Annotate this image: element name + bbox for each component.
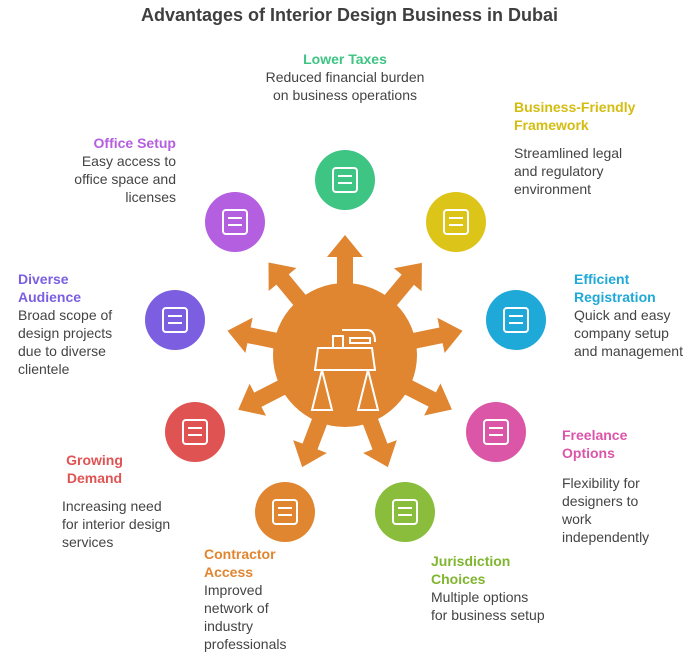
handshake-icon [443, 209, 469, 235]
item-title: Diverse Audience [18, 271, 82, 305]
item-diverse-audience: Diverse Audience Broad scope of design p… [18, 270, 128, 378]
item-contractor: Contractor Access Improved network of in… [204, 545, 309, 653]
item-title: Efficient Registration [574, 271, 656, 305]
icon-circle-growing-demand [165, 402, 225, 462]
worker-network-icon [272, 499, 298, 525]
center-hub [273, 283, 417, 427]
item-desc: Increasing need for interior design serv… [62, 498, 171, 550]
item-desc: Multiple options for business setup [431, 589, 545, 623]
home-laptop-icon [483, 419, 509, 445]
icon-circle-diverse-audience [145, 290, 205, 350]
item-desc: Streamlined legal and regulatory environ… [514, 145, 623, 197]
item-desc: Easy access to office space and licenses [74, 153, 176, 205]
item-title: Contractor Access [204, 546, 276, 580]
item-efficient-registration: Efficient Registration Quick and easy co… [574, 270, 684, 360]
building-key-icon [222, 209, 248, 235]
icon-circle-business-friendly [426, 192, 486, 252]
item-desc: Quick and easy company setup and managem… [574, 307, 683, 359]
item-lower-taxes: Lower Taxes Reduced financial burden on … [265, 50, 425, 104]
item-desc: Flexibility for designers to work indepe… [562, 475, 650, 545]
item-title: Jurisdiction Choices [431, 553, 511, 587]
icon-circle-office-setup [205, 192, 265, 252]
checklist-icon [503, 307, 529, 333]
item-title: Business-Friendly Framework [514, 99, 636, 133]
item-office-setup: Office Setup Easy access to office space… [66, 134, 176, 206]
declining-coins-icon [332, 167, 358, 193]
icon-circle-jurisdiction [375, 482, 435, 542]
item-jurisdiction: Jurisdiction Choices Multiple options fo… [431, 552, 546, 624]
item-title: Growing Demand [66, 452, 123, 486]
item-desc: Reduced financial burden on business ope… [265, 69, 425, 103]
item-title: Lower Taxes [303, 51, 387, 67]
item-freelance: Freelance Options Flexibility for design… [562, 426, 667, 546]
icon-circle-contractor [255, 482, 315, 542]
globe-icon [392, 499, 418, 525]
icon-circle-efficient-registration [486, 290, 546, 350]
item-growing-demand: Growing Demand Increasing need for inter… [62, 451, 172, 551]
icon-circle-freelance [466, 402, 526, 462]
item-desc: Improved network of industry professiona… [204, 582, 287, 652]
item-business-friendly: Business-Friendly Framework Streamlined … [514, 98, 644, 198]
icon-circle-lower-taxes [315, 150, 375, 210]
item-title: Office Setup [93, 135, 176, 151]
bar-chart-up-icon [182, 419, 208, 445]
desk-icon [310, 329, 380, 411]
item-title: Freelance Options [562, 427, 628, 461]
diagram-title: Advantages of Interior Design Business i… [140, 5, 559, 25]
people-group-icon [162, 307, 188, 333]
item-desc: Broad scope of design projects due to di… [18, 307, 113, 377]
